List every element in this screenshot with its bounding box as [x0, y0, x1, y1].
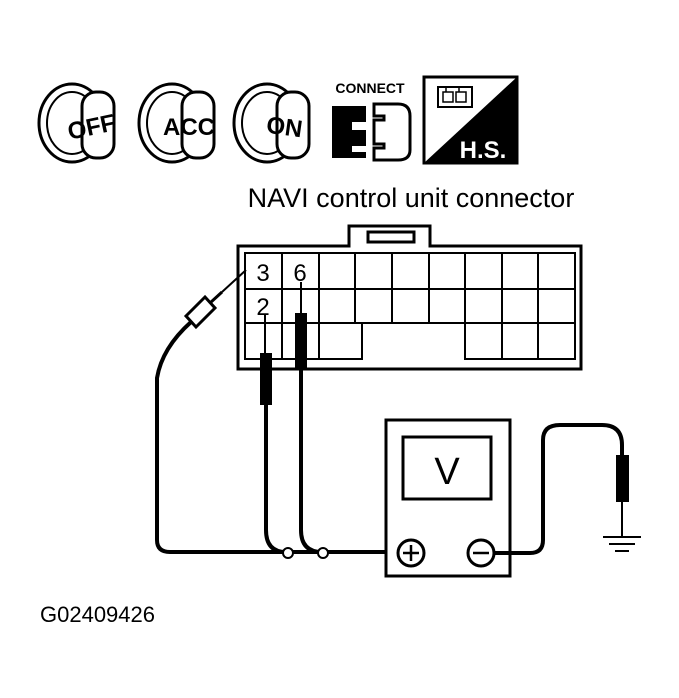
svg-text:ACC: ACC: [163, 114, 215, 141]
ground-icon: [603, 536, 641, 552]
ignition-off-icon: OFF: [37, 82, 118, 164]
pin-6-label: 6: [293, 260, 306, 287]
probe-pin-3: [155, 269, 286, 554]
wire-junction: [282, 547, 294, 559]
connect-icon: CONNECT: [332, 80, 412, 162]
voltmeter-display: [401, 435, 493, 501]
svg-text:ON: ON: [265, 112, 304, 144]
negative-terminal-icon: [466, 538, 496, 568]
negative-lead: [494, 423, 629, 555]
probe-pin-2: [260, 315, 287, 554]
pin-3-label: 3: [256, 260, 269, 287]
wire-junction: [317, 547, 329, 559]
connector-title: NAVI control unit connector: [248, 183, 575, 213]
ignition-on-icon: ON: [232, 82, 311, 164]
ignition-acc-icon: ACC: [137, 82, 216, 164]
figure-id: G02409426: [40, 602, 155, 627]
harness-side-icon: H.S.: [422, 75, 519, 165]
positive-terminal-icon: [396, 538, 426, 568]
voltmeter-unit-label: V: [434, 451, 460, 493]
connector-body: [236, 224, 583, 371]
svg-text:H.S.: H.S.: [460, 137, 507, 164]
voltmeter: V: [384, 418, 512, 578]
svg-text:CONNECT: CONNECT: [335, 80, 405, 96]
pin-2-label: 2: [256, 294, 269, 321]
